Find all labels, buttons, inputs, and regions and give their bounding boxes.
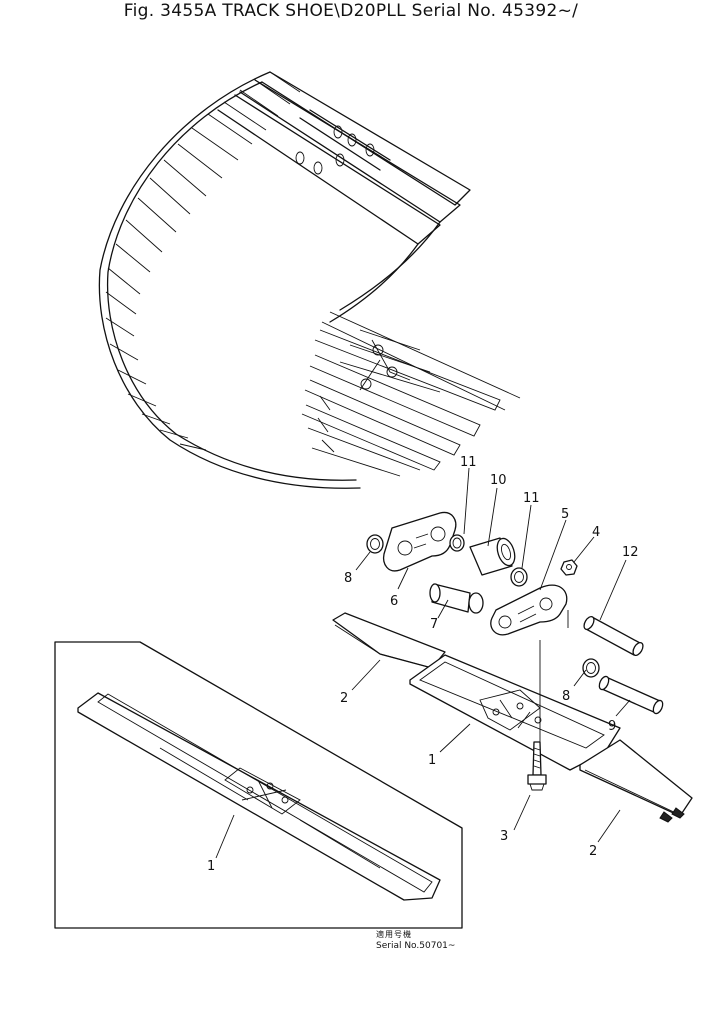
washer-8-left — [366, 534, 384, 554]
bolt-3 — [527, 741, 547, 791]
callout-2-left: 2 — [340, 691, 348, 706]
leader-lines — [215, 467, 631, 859]
pin-9 — [598, 675, 664, 715]
washer-8-right — [582, 658, 600, 678]
callout-5: 5 — [561, 507, 569, 522]
inset-serial-note: Serial No.50701~ — [376, 941, 456, 951]
callout-3: 3 — [500, 829, 508, 844]
link-6 — [382, 511, 457, 572]
callout-9: 9 — [608, 719, 616, 734]
link-5 — [490, 584, 568, 636]
callout-1-main: 1 — [428, 753, 436, 768]
inset-panel — [54, 641, 463, 929]
bushing-10 — [469, 537, 516, 576]
track-shoe-main — [332, 612, 693, 823]
callout-7: 7 — [430, 617, 438, 632]
callout-2-right: 2 — [589, 844, 597, 859]
callout-12: 12 — [622, 545, 639, 560]
track-assembly — [98, 71, 521, 489]
callout-6: 6 — [390, 594, 398, 609]
callout-labels: 8 6 11 10 11 5 4 12 7 8 9 2 1 3 2 1 — [207, 455, 639, 874]
callout-1-inset: 1 — [207, 859, 215, 874]
pin-7 — [429, 583, 484, 614]
nut-4 — [560, 559, 578, 576]
callout-11-left: 11 — [460, 455, 477, 470]
figure-title: Fig. 3455A TRACK SHOE\D20PLL Serial No. … — [123, 1, 579, 21]
applicability-label: 適用号機 — [376, 930, 412, 939]
seal-11-left — [449, 534, 465, 552]
callout-10: 10 — [490, 473, 507, 488]
callout-4: 4 — [592, 525, 600, 540]
callout-11-right: 11 — [523, 491, 540, 506]
master-pin-12 — [583, 615, 644, 657]
callout-8-right: 8 — [562, 689, 570, 704]
seal-11-right — [510, 567, 528, 587]
callout-8-left: 8 — [344, 571, 352, 586]
